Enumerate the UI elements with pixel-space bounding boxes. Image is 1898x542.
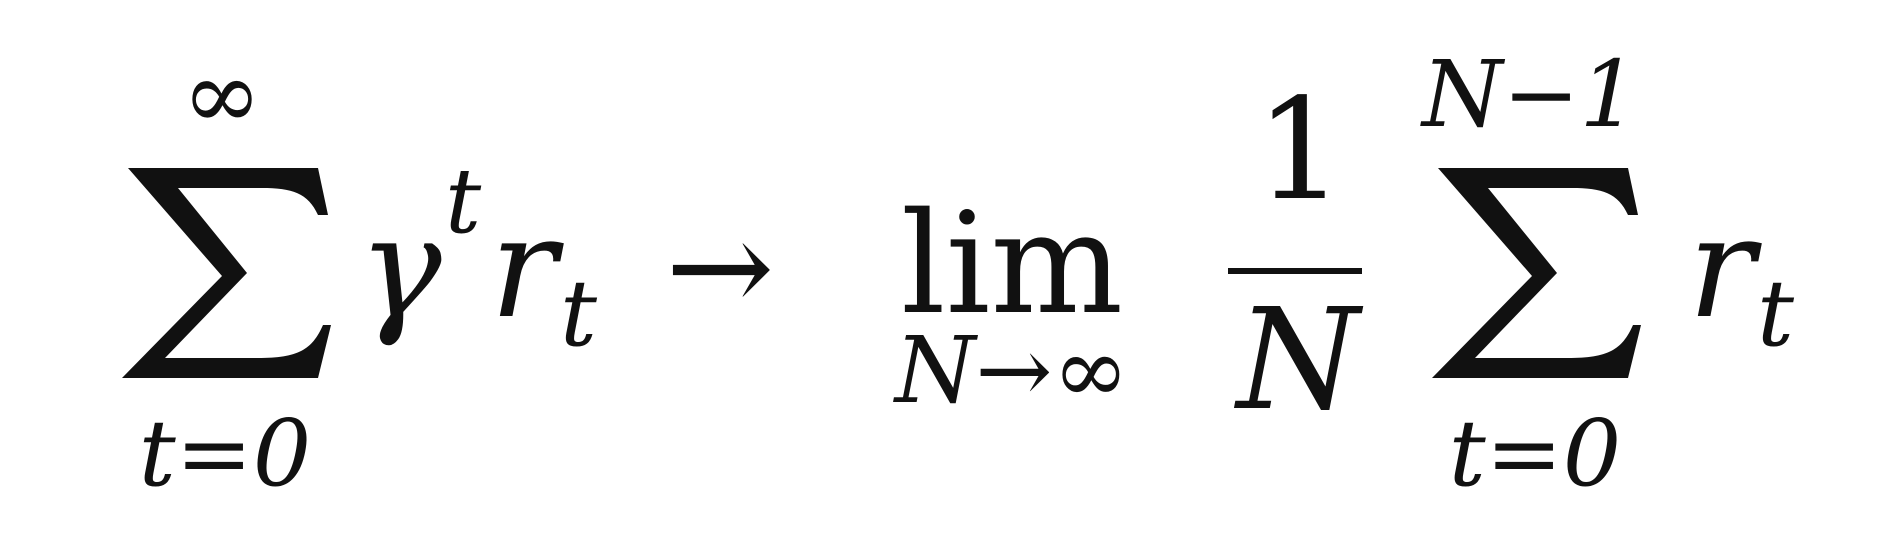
rhs-sum-upper: N−1 (1420, 41, 1638, 148)
lim-label: lim (901, 183, 1123, 346)
lhs-reward: r (490, 187, 564, 350)
lhs-gamma-exponent: t (445, 149, 482, 254)
rhs-reward: r (1688, 187, 1762, 350)
lhs-reward-sub: t (560, 260, 598, 367)
fraction-bar (1228, 268, 1362, 274)
lhs-sum-upper: ∞ (182, 39, 262, 151)
lhs-sigma (122, 168, 331, 378)
lim-subscript: N→∞ (893, 317, 1129, 424)
lhs-sum-lower: t=0 (139, 400, 312, 507)
arrow: → (666, 191, 775, 343)
rhs-sum-lower: t=0 (1449, 400, 1622, 507)
lhs-gamma: γ (358, 187, 442, 350)
fraction-denominator: N (1234, 279, 1364, 442)
rhs-sigma (1432, 168, 1641, 378)
rhs-reward-sub: t (1757, 260, 1795, 367)
fraction-numerator: 1 (1255, 69, 1344, 232)
